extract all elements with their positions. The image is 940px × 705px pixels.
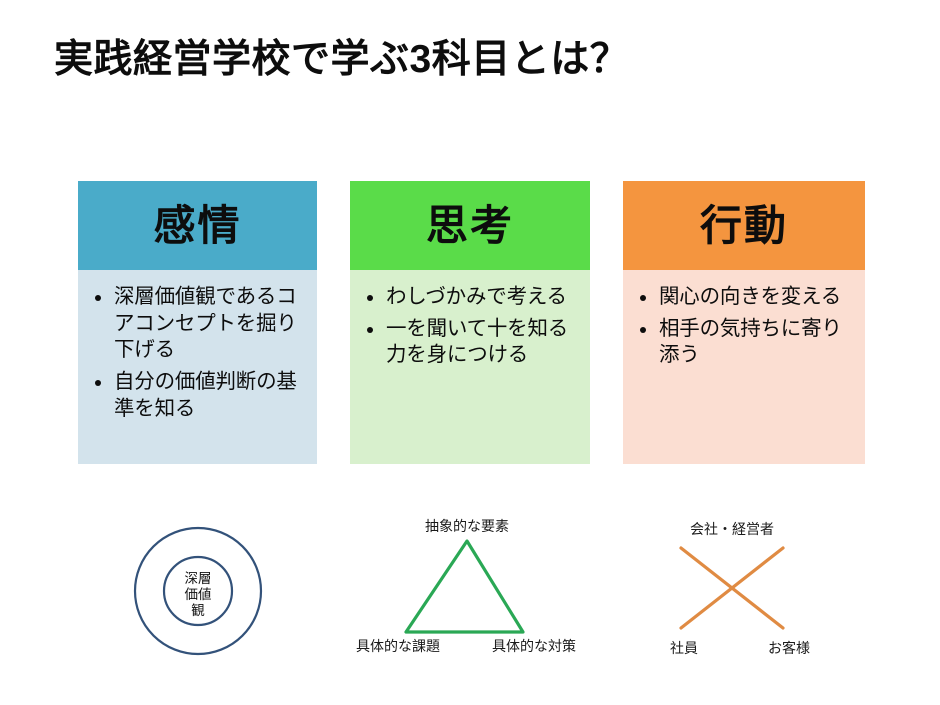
outer-circle-shape <box>133 526 263 656</box>
circle-center-line-3: 観 <box>191 602 205 618</box>
list-item: 自分の価値判断の基準を知る <box>88 369 309 422</box>
subject-card-body-shiko: わしづかみで考える 一を聞いて十を知る力を身につける <box>350 270 590 464</box>
cross-graphic: 会社・経営者 社員 お客様 <box>670 521 810 656</box>
bullet-list-kanjo: 深層価値観であるコアコンセプトを掘り下げる 自分の価値判断の基準を知る <box>88 284 309 422</box>
list-item: 深層価値観であるコアコンセプトを掘り下げる <box>88 284 309 364</box>
subject-card-kanjo: 感情 深層価値観であるコアコンセプトを掘り下げる 自分の価値判断の基準を知る <box>78 181 317 464</box>
cross-top-label: 会社・経営者 <box>690 521 774 537</box>
cross-bottom-left-label: 社員 <box>670 640 698 656</box>
cross-bottom-right-label: お客様 <box>768 640 810 656</box>
subject-card-title-kodo: 行動 <box>699 201 788 249</box>
diagrams-row: 深層 価値 観 抽象的な要素 具体的な課題 具体的な対策 会社・経営者 社員 お… <box>0 495 940 695</box>
subject-card-header-kodo: 行動 <box>623 181 865 270</box>
triangle-shape <box>404 539 525 634</box>
subject-card-title-kanjo: 感情 <box>153 201 242 249</box>
inner-circle-shape <box>162 555 234 627</box>
bullet-list-shiko: わしづかみで考える 一を聞いて十を知る力を身につける <box>360 284 582 369</box>
triangle-graphic: 抽象的な要素 具体的な課題 具体的な対策 <box>356 518 576 654</box>
list-item: 関心の向きを変える <box>633 284 857 311</box>
circle-center-line-2: 価値 <box>185 587 212 602</box>
subject-cards-row: 感情 深層価値観であるコアコンセプトを掘り下げる 自分の価値判断の基準を知る 思… <box>0 181 940 466</box>
concentric-circles-graphic: 深層 価値 観 <box>133 526 263 656</box>
subject-card-body-kanjo: 深層価値観であるコアコンセプトを掘り下げる 自分の価値判断の基準を知る <box>78 270 317 464</box>
list-item: わしづかみで考える <box>360 284 582 311</box>
list-item: 一を聞いて十を知る力を身につける <box>360 316 582 369</box>
triangle-top-label: 抽象的な要素 <box>425 518 509 534</box>
cross-line-down-left <box>679 546 785 630</box>
circle-center-line-1: 深層 <box>185 571 212 586</box>
subject-card-header-shiko: 思考 <box>350 181 590 270</box>
diagram-concentric-circles: 深層 価値 観 <box>110 515 290 675</box>
list-item: 相手の気持ちに寄り添う <box>633 316 857 369</box>
diagram-triangle: 抽象的な要素 具体的な課題 具体的な対策 <box>330 503 610 673</box>
subject-card-shiko: 思考 わしづかみで考える 一を聞いて十を知る力を身につける <box>350 181 590 464</box>
subject-card-title-shiko: 思考 <box>425 201 514 249</box>
diagram-cross: 会社・経営者 社員 お客様 <box>620 503 880 673</box>
triangle-bottom-left-label: 具体的な課題 <box>356 638 440 654</box>
page-title: 実践経営学校で学ぶ3科目とは？ <box>54 38 630 81</box>
triangle-bottom-right-label: 具体的な対策 <box>492 638 576 654</box>
subject-card-kodo: 行動 関心の向きを変える 相手の気持ちに寄り添う <box>623 181 865 464</box>
subject-card-header-kanjo: 感情 <box>78 181 317 270</box>
bullet-list-kodo: 関心の向きを変える 相手の気持ちに寄り添う <box>633 284 857 369</box>
subject-card-body-kodo: 関心の向きを変える 相手の気持ちに寄り添う <box>623 270 865 464</box>
